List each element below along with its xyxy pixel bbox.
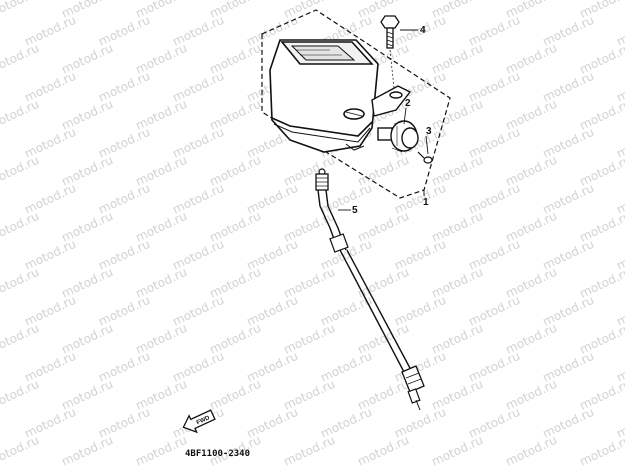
grommet-part	[377, 120, 419, 153]
callout-4: 4	[420, 25, 426, 36]
leader-lines	[338, 29, 429, 211]
watermark-text: motod.ru	[355, 433, 411, 468]
mounting-bracket	[371, 85, 412, 117]
meter-housing	[269, 39, 379, 153]
fwd-direction-badge: FWD	[182, 409, 216, 434]
callout-number: 3	[426, 126, 432, 137]
watermark-text: motod.ru	[0, 377, 41, 413]
part-code: 4BF1100-2340	[185, 449, 250, 459]
watermark-text: motod.ru	[0, 153, 41, 189]
watermark-text: motod.ru	[281, 433, 337, 468]
callout-number: 2	[405, 98, 411, 109]
watermark-text: motod.ru	[0, 0, 41, 21]
watermark-text: motod.ru	[0, 265, 41, 301]
watermark-text: motod.ru	[0, 321, 41, 357]
watermark-text: motod.ru	[503, 433, 559, 468]
fwd-label: FWD	[196, 415, 212, 426]
watermark-text: motod.ru	[0, 97, 41, 133]
watermark-text: motod.ru	[0, 41, 41, 77]
fwd-arrow-icon	[182, 409, 216, 434]
watermark-text: motod.ru	[0, 209, 41, 245]
watermark-text: motod.ru	[133, 433, 189, 468]
watermark-text: motod.ru	[577, 433, 625, 468]
callout-number: 4	[420, 25, 426, 36]
bolt-part	[380, 15, 400, 89]
screw-part	[417, 151, 433, 164]
watermark-text: motod.ru	[429, 433, 485, 468]
callout-number: 5	[352, 205, 358, 216]
callout-5: 5	[352, 205, 358, 216]
callout-2: 2	[405, 98, 411, 109]
callout-1: 1	[423, 197, 429, 208]
watermark-text: motod.ru	[59, 433, 115, 468]
callout-number: 1	[423, 197, 429, 208]
cable-part	[315, 168, 425, 411]
watermark-text: motod.ru	[0, 433, 41, 468]
callout-3: 3	[426, 126, 432, 137]
